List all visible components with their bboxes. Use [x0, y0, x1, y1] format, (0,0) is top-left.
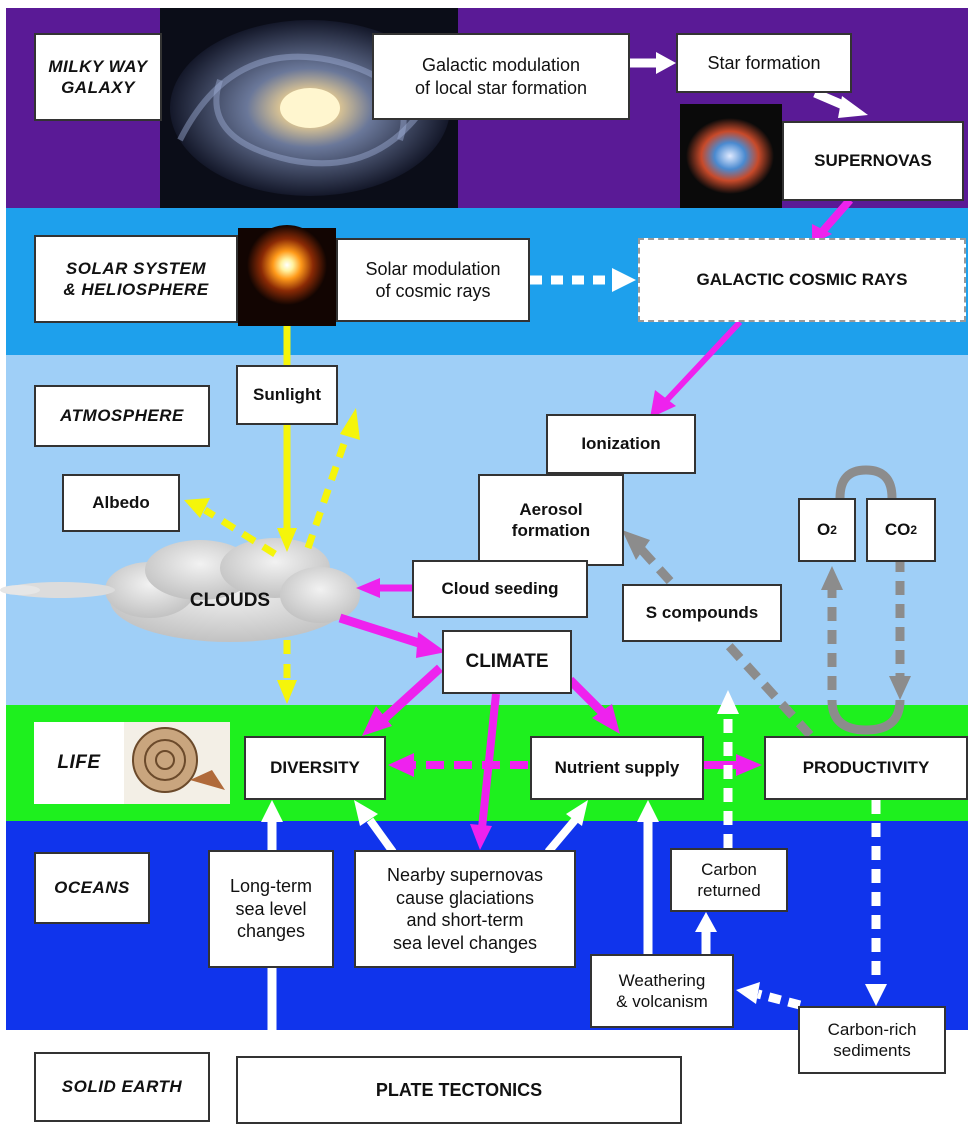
- diversity-box: DIVERSITY: [244, 736, 386, 800]
- sunlight-box: Sunlight: [236, 365, 338, 425]
- cloud-seeding-box: Cloud seeding: [412, 560, 588, 618]
- o2-subscript: 2: [830, 522, 837, 537]
- o2-label: O: [817, 520, 831, 540]
- galactic-modulation-box: Galactic modulation of local star format…: [372, 33, 630, 120]
- plate-tectonics-box: PLATE TECTONICS: [236, 1056, 682, 1124]
- s-compounds-box: S compounds: [622, 584, 782, 642]
- clouds-label: CLOUDS: [189, 590, 271, 612]
- long-term-sea-level-box: Long-term sea level changes: [208, 850, 334, 968]
- region-label-life: LIFE: [34, 722, 124, 804]
- carbon-rich-sediments-box: Carbon-rich sediments: [798, 1006, 946, 1074]
- region-label-solid-earth: SOLID EARTH: [34, 1052, 210, 1122]
- ionization-box: Ionization: [546, 414, 696, 474]
- nutrient-supply-box: Nutrient supply: [530, 736, 704, 800]
- region-label-oceans: OCEANS: [34, 852, 150, 924]
- solar-modulation-box: Solar modulation of cosmic rays: [336, 238, 530, 322]
- nearby-supernovas-box: Nearby supernovas cause glaciations and …: [354, 850, 576, 968]
- co2-subscript: 2: [910, 522, 918, 537]
- aerosol-formation-box: Aerosol formation: [478, 474, 624, 566]
- productivity-box: PRODUCTIVITY: [764, 736, 968, 800]
- weathering-volcanism-box: Weathering & volcanism: [590, 954, 734, 1028]
- albedo-box: Albedo: [62, 474, 180, 532]
- region-label-galaxy: MILKY WAY GALAXY: [34, 33, 162, 121]
- region-label-solar-system: SOLAR SYSTEM & HELIOSPHERE: [34, 235, 238, 323]
- carbon-returned-box: Carbon returned: [670, 848, 788, 912]
- region-label-atmosphere: ATMOSPHERE: [34, 385, 210, 447]
- climate-box: CLIMATE: [442, 630, 572, 694]
- supernovas-box: SUPERNOVAS: [782, 121, 964, 201]
- galactic-cosmic-rays-box: GALACTIC COSMIC RAYS: [638, 238, 966, 322]
- co2-label: CO: [884, 520, 911, 540]
- star-formation-box: Star formation: [676, 33, 852, 93]
